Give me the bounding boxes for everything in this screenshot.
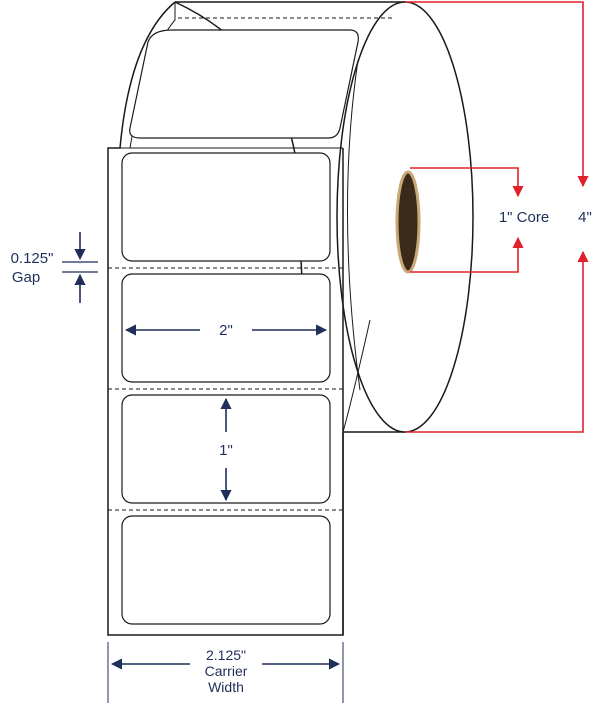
label-3	[121, 394, 331, 504]
gap-value-text: 0.125"	[11, 250, 54, 267]
carrier-word-text: Carrier	[205, 663, 248, 679]
diameter-arrow-bottom	[405, 250, 589, 433]
label-2	[121, 273, 331, 383]
label-4	[121, 515, 331, 625]
diameter-arrow-top	[405, 1, 589, 188]
carrier-value-text: 2.125"	[206, 647, 246, 663]
gap-word-text: Gap	[12, 269, 40, 286]
label-width-text: 2"	[219, 322, 233, 339]
roll-edge	[342, 319, 371, 433]
label-curved	[129, 29, 359, 139]
carrier-word2-text: Width	[208, 679, 244, 695]
core-arrow-top	[410, 167, 524, 198]
label-1	[121, 152, 331, 262]
roll-core	[395, 170, 421, 274]
core-arrow-bottom	[410, 236, 524, 273]
roll-shading	[346, 59, 361, 391]
core-text: 1" Core	[499, 209, 549, 226]
label-height-text: 1"	[219, 442, 233, 459]
diameter-text: 4"	[578, 209, 592, 226]
